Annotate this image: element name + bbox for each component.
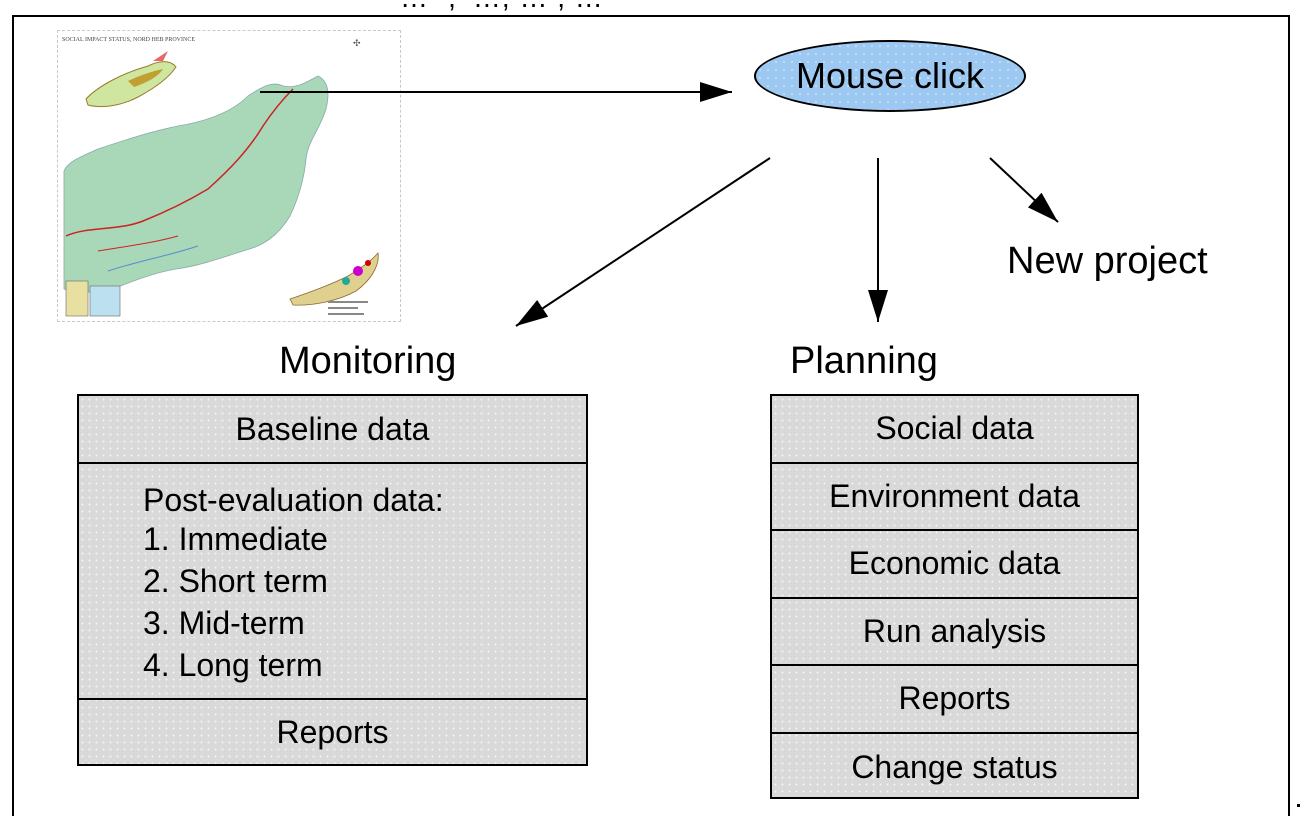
- post-eval-title: Post-evaluation data:: [143, 482, 444, 518]
- planning-row-reports[interactable]: Reports: [772, 666, 1137, 734]
- post-eval-item-mid-term: 3. Mid-term: [143, 605, 305, 641]
- planning-row-economic-data[interactable]: Economic data: [772, 531, 1137, 599]
- corner-mark: [1297, 804, 1300, 807]
- arrow-click-to-monitoring: [515, 157, 771, 327]
- arrow-click-to-new-project: [989, 157, 1059, 223]
- planning-row-run-analysis[interactable]: Run analysis: [772, 599, 1137, 666]
- diagram-frame: [12, 15, 1290, 816]
- post-eval-item-immediate: 1. Immediate: [143, 521, 328, 557]
- monitoring-baseline-cell[interactable]: Baseline data: [79, 396, 586, 464]
- monitoring-table: Baseline data Post-evaluation data: 1. I…: [77, 394, 588, 766]
- post-eval-item-long-term: 4. Long term: [143, 647, 323, 683]
- planning-table: Social data Environment data Economic da…: [770, 394, 1139, 799]
- planning-row-environment-data[interactable]: Environment data: [772, 464, 1137, 531]
- map-thumbnail[interactable]: SOCIAL IMPACT STATUS, NORD HEB PROVINCE …: [57, 30, 401, 322]
- new-project-label[interactable]: New project: [1007, 240, 1208, 282]
- planning-row-change-status[interactable]: Change status: [772, 734, 1137, 802]
- mouse-click-label: Mouse click: [795, 55, 985, 96]
- mouse-click-node[interactable]: Mouse click: [754, 40, 1026, 112]
- planning-row-label: Economic data: [848, 545, 1061, 582]
- monitoring-post-eval-cell[interactable]: Post-evaluation data: 1. Immediate 2. Sh…: [79, 464, 586, 700]
- planning-heading: Planning: [790, 340, 938, 382]
- planning-row-label: Social data: [875, 410, 1034, 447]
- planning-row-label: Environment data: [829, 477, 1080, 514]
- planning-row-social-data[interactable]: Social data: [772, 396, 1137, 464]
- planning-row-label: Reports: [898, 680, 1011, 717]
- top-cut-text: … “, ’…, … , …: [0, 0, 1306, 20]
- baseline-label: Baseline data: [235, 410, 430, 447]
- post-eval-item-short-term: 2. Short term: [143, 563, 328, 599]
- map-title: SOCIAL IMPACT STATUS, NORD HEB PROVINCE: [62, 37, 195, 43]
- north-arrow-icon: ✣: [353, 38, 361, 48]
- header-cut-text: … “, ’…, … , …: [400, 0, 604, 14]
- monitoring-reports-cell[interactable]: Reports: [79, 700, 586, 764]
- planning-row-label: Run analysis: [862, 612, 1047, 649]
- planning-row-label: Change status: [851, 748, 1058, 785]
- map-drawing: ✣: [63, 38, 379, 317]
- monitoring-heading: Monitoring: [279, 340, 457, 382]
- monitoring-reports-label: Reports: [276, 713, 389, 750]
